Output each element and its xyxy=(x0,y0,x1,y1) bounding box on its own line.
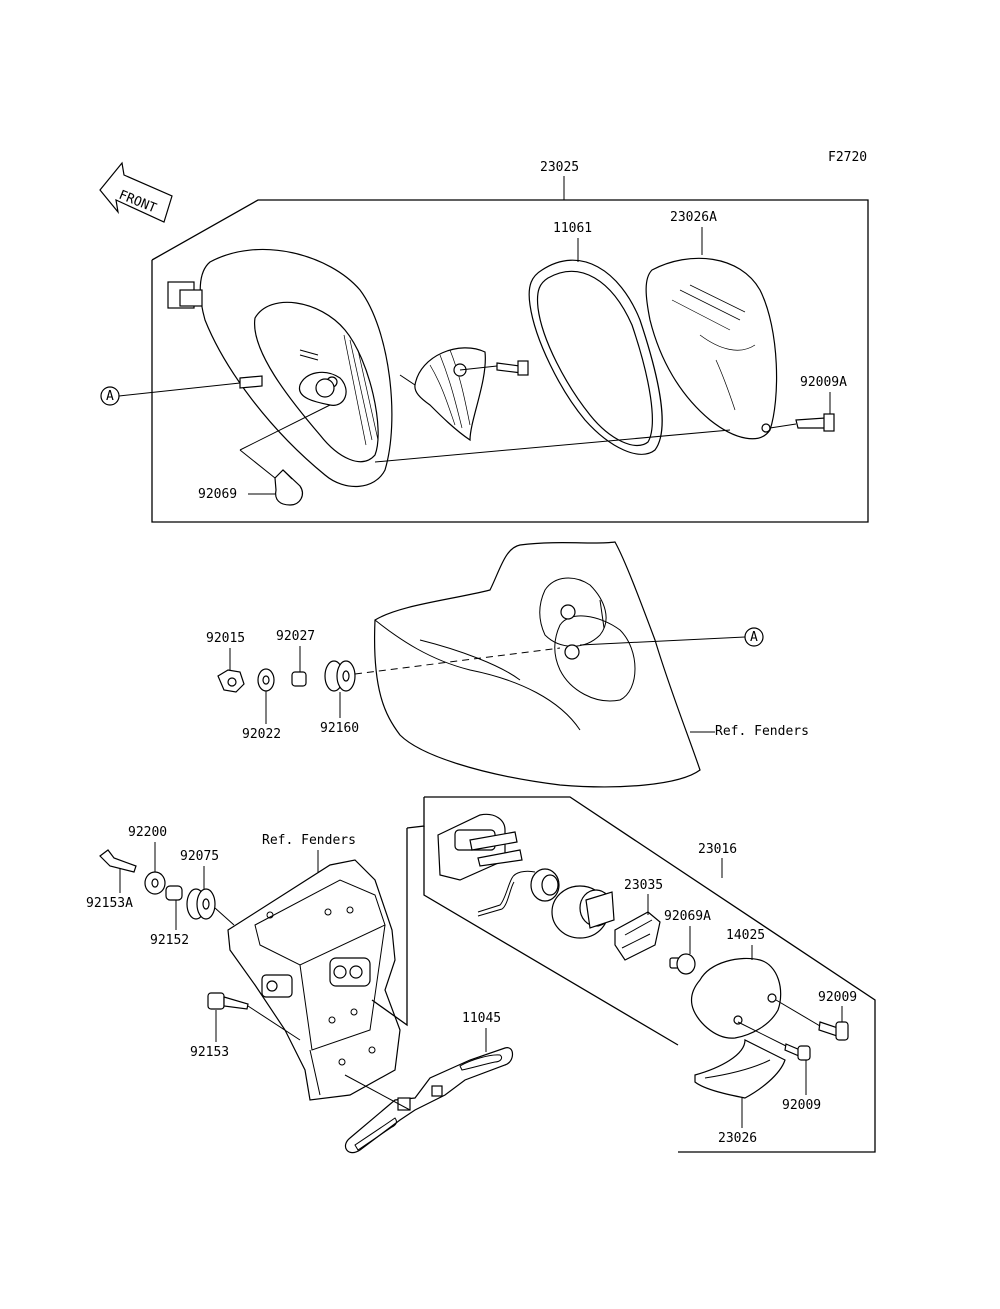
license-bracket-11045 xyxy=(345,1047,514,1154)
lamp-base xyxy=(437,813,523,881)
label-92075: 92075 xyxy=(180,849,219,864)
bulb-92069-icon xyxy=(274,469,303,506)
bolt-stud-icon xyxy=(239,375,263,389)
screw-92009-lower-icon xyxy=(784,1043,811,1061)
label-92027: 92027 xyxy=(276,629,315,644)
screw-icon xyxy=(496,360,529,376)
leader-marker-a-left xyxy=(118,382,241,397)
tail-lamp-housing xyxy=(167,248,393,488)
lamp-socket-housing xyxy=(551,885,615,939)
front-arrow-icon: FRONT xyxy=(99,161,173,223)
leader-screw-lens xyxy=(769,423,797,429)
fender-bracket xyxy=(227,859,401,1101)
label-14025: 14025 xyxy=(726,928,765,943)
collar-92152-icon xyxy=(165,885,183,901)
svg-text:A: A xyxy=(106,389,114,404)
bolt-92153-icon xyxy=(207,992,249,1010)
label-92200: 92200 xyxy=(128,825,167,840)
leader-bracket-connect xyxy=(344,1074,411,1111)
bolt-92153A-icon xyxy=(99,849,137,873)
label-92022: 92022 xyxy=(242,727,281,742)
rear-fender xyxy=(373,541,701,788)
lens-gasket xyxy=(528,259,663,455)
leader-screw-right xyxy=(775,999,821,1027)
label-23025: 23025 xyxy=(540,160,579,175)
ref-fenders-label-bottom: Ref. Fenders xyxy=(262,833,356,848)
leader-bolt-bracket xyxy=(247,1005,301,1041)
license-lamp-frame xyxy=(406,796,876,1153)
bracket-reference-line xyxy=(371,828,408,1027)
tail-lamp-lens xyxy=(645,257,778,440)
leader-screw xyxy=(459,365,498,371)
leader-reflector xyxy=(399,374,416,386)
leader-marker-a-right xyxy=(579,636,746,646)
marker-a-left: A xyxy=(100,386,120,406)
clip-23035-icon xyxy=(614,911,661,961)
label-92009A: 92009A xyxy=(800,375,847,390)
marker-a-right: A xyxy=(744,627,764,647)
figure-id: F2720 xyxy=(828,150,867,165)
label-92153: 92153 xyxy=(190,1045,229,1060)
nut-92015-icon xyxy=(217,669,245,693)
tail-lamp-assembly-frame xyxy=(151,199,869,523)
lamp-reflector xyxy=(414,347,486,442)
svg-text:A: A xyxy=(750,630,758,645)
label-23026: 23026 xyxy=(718,1131,757,1146)
label-23035: 23035 xyxy=(624,878,663,893)
leader-bulb-b xyxy=(239,449,276,479)
label-11045: 11045 xyxy=(462,1011,501,1026)
label-92015: 92015 xyxy=(206,631,245,646)
collar-92027-icon xyxy=(291,671,307,687)
grommet-92075-icon xyxy=(186,888,216,920)
label-23016: 23016 xyxy=(698,842,737,857)
lens-cover-14025 xyxy=(690,957,782,1039)
cover-23026 xyxy=(694,1039,786,1099)
label-92009-lower: 92009 xyxy=(782,1098,821,1113)
leader-grommet-bracket xyxy=(214,907,235,926)
grommet-92160-icon xyxy=(324,660,356,692)
label-92069: 92069 xyxy=(198,487,237,502)
label-11061: 11061 xyxy=(553,221,592,236)
leader-screw-lower xyxy=(737,1021,787,1047)
label-92152: 92152 xyxy=(150,933,189,948)
washer-92022-icon xyxy=(257,668,275,692)
dash-mount-line xyxy=(354,647,561,675)
screw-92009A-icon xyxy=(795,413,835,432)
washer-92200-icon xyxy=(144,871,166,895)
leader-lens-base xyxy=(374,429,731,463)
label-23026A: 23026A xyxy=(670,210,717,225)
label-92153A: 92153A xyxy=(86,896,133,911)
leader-bulb-a xyxy=(239,404,331,451)
label-92160: 92160 xyxy=(320,721,359,736)
bulb-92069A-icon xyxy=(669,953,696,975)
label-92069A: 92069A xyxy=(664,909,711,924)
screw-92009-right-icon xyxy=(818,1021,849,1041)
label-92009-right: 92009 xyxy=(818,990,857,1005)
ref-fenders-label-mid: Ref. Fenders xyxy=(715,724,809,739)
lamp-socket-wire xyxy=(477,868,560,917)
